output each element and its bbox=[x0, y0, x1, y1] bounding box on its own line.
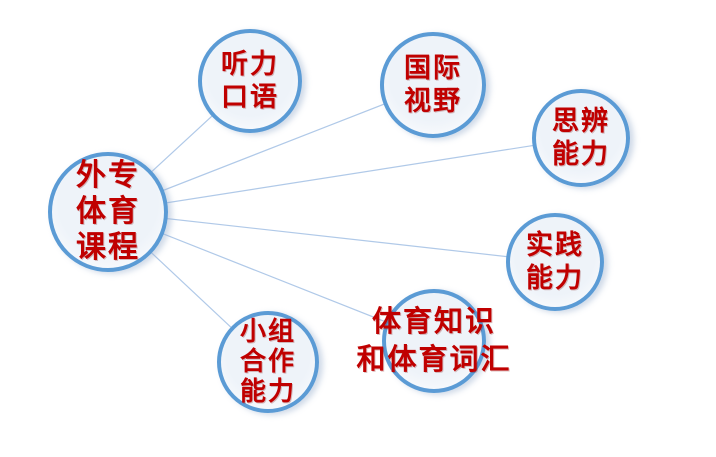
node-listening-speaking-label: 听力 口语 bbox=[221, 49, 279, 112]
node-critical-thinking: 思辨 能力 bbox=[532, 89, 630, 187]
node-international-vision: 国际 视野 bbox=[380, 32, 486, 138]
node-teamwork-ability-label: 小组 合作 能力 bbox=[239, 317, 296, 406]
node-main-course-label: 外专 体育 课程 bbox=[76, 159, 140, 264]
node-sports-knowledge-vocabulary: 体育知识 和体育词汇 bbox=[356, 289, 510, 393]
node-practical-ability-label: 实践 能力 bbox=[526, 230, 584, 293]
node-sports-knowledge-vocabulary-label: 体育知识 和体育词汇 bbox=[356, 306, 512, 376]
node-main-course: 外专 体育 课程 bbox=[48, 152, 168, 272]
connector-line-practice bbox=[107, 211, 556, 263]
node-international-vision-label: 国际 视野 bbox=[404, 53, 462, 116]
node-practical-ability: 实践 能力 bbox=[506, 213, 604, 311]
node-teamwork-ability: 小组 合作 能力 bbox=[217, 311, 319, 413]
connector-line-critical bbox=[107, 137, 582, 213]
node-listening-speaking: 听力 口语 bbox=[198, 29, 302, 133]
node-critical-thinking-label: 思辨 能力 bbox=[552, 106, 610, 169]
